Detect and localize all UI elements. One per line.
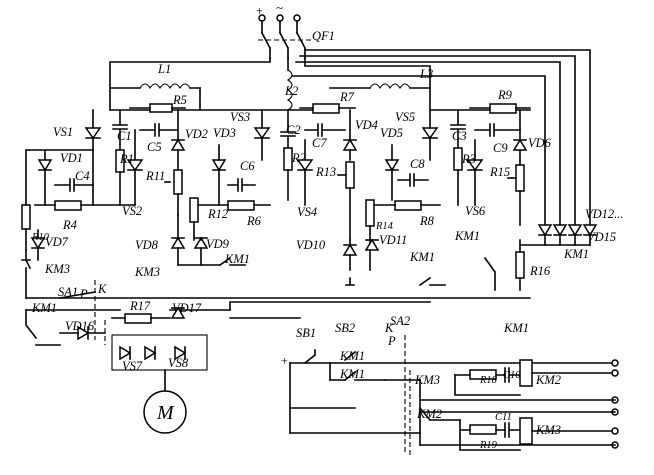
label-vd16: VD16 — [65, 319, 95, 333]
label-vd10: VD10 — [296, 238, 326, 252]
label-vs8: VS8 — [168, 356, 189, 370]
label-c8: C8 — [410, 157, 425, 171]
label-vs6: VS6 — [465, 204, 486, 218]
label-km1-mid: KM1 — [224, 252, 250, 266]
label-km2-coil: KM2 — [535, 373, 561, 387]
channel-4 — [364, 109, 446, 287]
label-km1-bottom: KM1 — [31, 301, 57, 315]
label-vd9: VD9 — [206, 237, 230, 251]
label-vd2: VD2 — [185, 127, 208, 141]
label-r19: R19 — [479, 440, 498, 451]
channel-2 — [170, 87, 331, 267]
label-c3: C3 — [452, 129, 467, 143]
label-km1-ctrl2: KM1 — [339, 367, 365, 381]
label-vd4: VD4 — [355, 118, 378, 132]
label-vs4: VS4 — [297, 205, 317, 219]
inductor-l1 — [109, 83, 201, 90]
label-plus-ctrl: + — [280, 354, 288, 368]
label-k-right: K — [384, 321, 394, 335]
label-r3: R3 — [461, 152, 476, 166]
label-r1: R1 — [119, 152, 134, 166]
control-circuit — [289, 335, 619, 455]
label-vs3: VS3 — [230, 110, 250, 124]
label-r14: R14 — [375, 221, 394, 232]
label-vs2: VS2 — [122, 204, 142, 218]
label-r4: R4 — [62, 218, 77, 232]
channel-5 — [429, 103, 598, 291]
label-r15: R15 — [489, 165, 510, 179]
label-km2-ctrl: KM2 — [416, 407, 442, 421]
label-km3-coil: KM3 — [535, 423, 561, 437]
supply-terminals — [258, 14, 312, 59]
inductor-l3 — [329, 83, 431, 90]
label-vd3: VD3 — [213, 126, 236, 140]
label-r7: R7 — [339, 90, 355, 104]
main-bus-wires — [109, 49, 591, 226]
label-vd6: VD6 — [528, 136, 552, 150]
label-l3: L3 — [419, 67, 433, 81]
label-vd12: VD12... — [585, 207, 624, 221]
label-vs1: VS1 — [53, 125, 73, 139]
label-r12: R12 — [207, 207, 228, 221]
label-c9: C9 — [493, 141, 508, 155]
label-vd8: VD8 — [135, 238, 159, 252]
label-r18: R18 — [479, 375, 498, 386]
channel-3 — [296, 103, 358, 286]
label-c4: C4 — [75, 169, 90, 183]
lower-power-section — [25, 280, 531, 434]
label-vd15: VD15 — [587, 230, 616, 244]
label-vd5: VD5 — [380, 126, 403, 140]
label-vd11: VD11 — [379, 233, 407, 247]
label-r8: R8 — [419, 214, 435, 228]
label-c5: C5 — [147, 140, 162, 154]
label-km3-left: KM3 — [44, 262, 70, 276]
label-r6: R6 — [246, 214, 262, 228]
label-c10: C10 — [503, 370, 521, 381]
label-r9: R9 — [497, 88, 513, 102]
label-r10: R10 — [31, 232, 50, 243]
label-c7: C7 — [312, 136, 327, 150]
label-vd7: VD7 — [45, 235, 69, 249]
label-c11: C11 — [495, 412, 512, 423]
label-r11: R11 — [145, 169, 165, 183]
label-c2: C2 — [286, 123, 301, 137]
label-km1-right: KM1 — [563, 247, 589, 261]
label-sa1: SA1 — [58, 285, 78, 299]
label-r13: R13 — [315, 165, 336, 179]
label-l2: L2 — [284, 84, 298, 98]
label-p-left: P — [79, 287, 88, 301]
label-sb2: SB2 — [335, 321, 355, 335]
label-km1-ch5: KM1 — [454, 229, 480, 243]
tilde-mark: ~ — [276, 1, 283, 15]
label-vd17: VD17 — [172, 301, 202, 315]
channel-1 — [21, 103, 201, 299]
label-p-right: P — [387, 334, 396, 348]
label-c1: C1 — [117, 129, 132, 143]
label-km1-top-ctrl: KM1 — [503, 321, 529, 335]
label-k-left: K — [97, 282, 107, 296]
label-sa2: SA2 — [390, 314, 410, 328]
label-vs5: VS5 — [395, 110, 415, 124]
label-sb1: SB1 — [296, 326, 316, 340]
motor-label: M — [156, 402, 175, 424]
inductor-l2 — [286, 69, 293, 126]
label-vd1: VD1 — [60, 151, 83, 165]
label-qf1: QF1 — [312, 29, 335, 43]
label-r16: R16 — [529, 264, 551, 278]
label-c6: C6 — [240, 159, 255, 173]
label-r17: R17 — [129, 299, 151, 313]
plus-mark: + — [255, 4, 263, 18]
label-km1-ch4: KM1 — [409, 250, 435, 264]
label-r5: R5 — [172, 93, 187, 107]
label-km1-ctrl1: KM1 — [339, 349, 365, 363]
label-l1: L1 — [157, 62, 171, 76]
label-km3-mid: KM3 — [134, 265, 160, 279]
label-vs7: VS7 — [122, 359, 143, 373]
label-km3-ctrl: KM3 — [414, 373, 440, 387]
